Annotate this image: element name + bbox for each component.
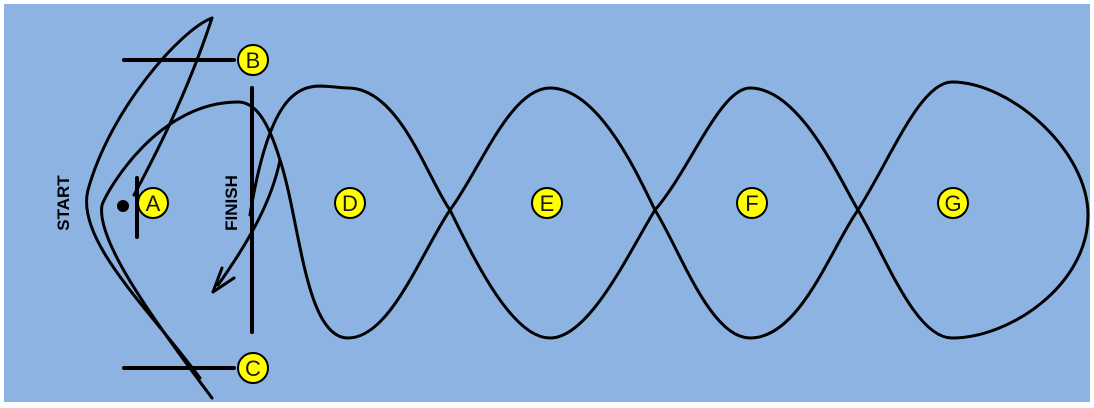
marker-e-circle [531, 187, 563, 219]
course-lines [85, 16, 1090, 400]
marker-a-label: A [146, 191, 161, 216]
marker-b-label: B [246, 48, 261, 73]
finish-arrow-path [216, 158, 282, 287]
finish-arrowhead [211, 266, 236, 294]
marker-d: D [334, 187, 366, 219]
start-label: START [54, 175, 73, 231]
outer-loop-path [85, 16, 214, 380]
marker-b: B [237, 44, 269, 76]
marker-f-label: F [745, 191, 758, 216]
marker-c-label: C [245, 356, 261, 381]
marker-b-circle [237, 44, 269, 76]
marker-e-label: E [540, 191, 555, 216]
marker-g-circle [937, 187, 969, 219]
serpentine-lower-path [236, 100, 1090, 340]
start-to-top-path [132, 16, 214, 197]
marker-f: F [736, 187, 768, 219]
marker-g-label: G [944, 191, 961, 216]
start-dot [117, 200, 129, 212]
marker-c-circle [237, 352, 269, 384]
marker-g: G [937, 187, 969, 219]
marker-d-label: D [342, 191, 358, 216]
gate-lines [122, 58, 254, 370]
marker-e: E [531, 187, 563, 219]
marker-a-circle [137, 187, 169, 219]
marker-d-circle [334, 187, 366, 219]
marker-f-circle [736, 187, 768, 219]
finish-label: FINISH [222, 175, 241, 231]
marker-a: A [137, 187, 169, 219]
marker-c: C [237, 352, 269, 384]
